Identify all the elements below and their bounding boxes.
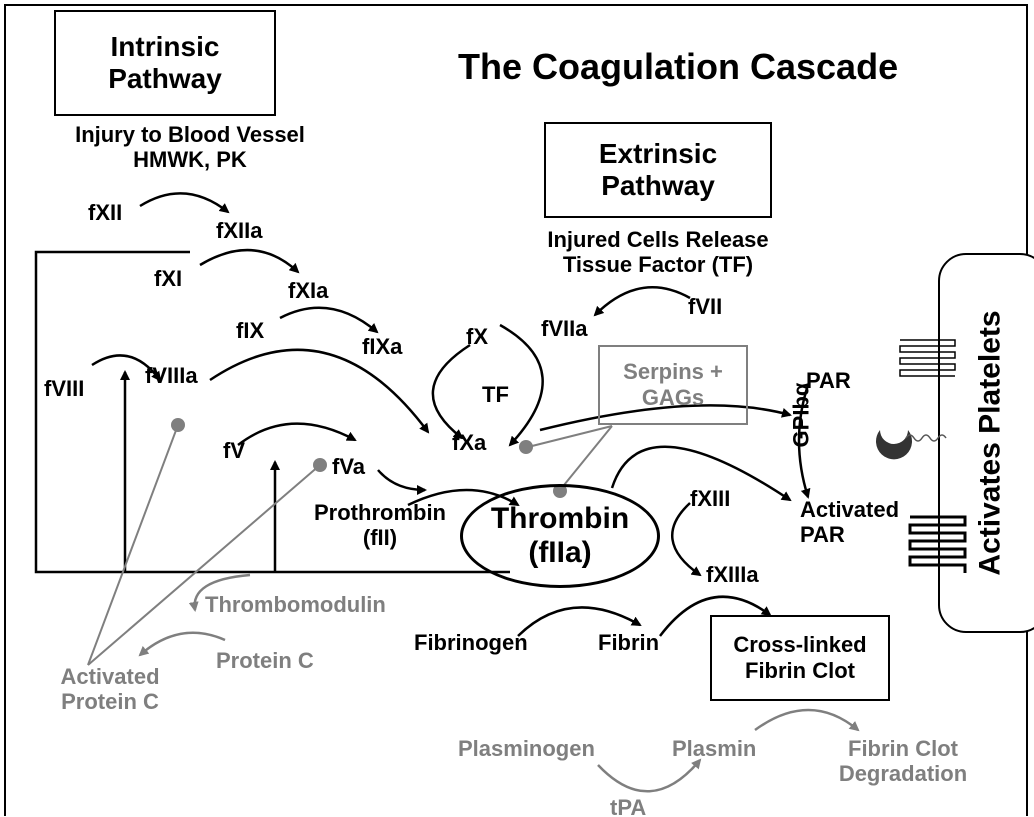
prothrombin-line1: Prothrombin (290, 500, 470, 525)
intrinsic-box-line2: Pathway (108, 63, 222, 95)
clot-box-line2: Fibrin Clot (745, 658, 855, 684)
factor-fxiia: fXIIa (216, 218, 262, 243)
inhibit-dot-fva (313, 458, 327, 472)
factor-fxiiia: fXIIIa (706, 562, 759, 587)
factor-fxii: fXII (88, 200, 122, 225)
factor-fviia: fVIIa (541, 316, 587, 341)
thrombin-line2: (fIIa) (528, 536, 591, 570)
activated-par-receptor-icon (910, 517, 965, 573)
factor-fix: fIX (236, 318, 264, 343)
arrow-protein-c-apc (140, 633, 225, 655)
arrow-fvii-fviia (595, 287, 690, 315)
inhibit-apc-fviiia (88, 425, 178, 665)
inhibit-serpins-thrombin (560, 426, 612, 490)
arrow-plasminogen-plasmin (598, 760, 700, 791)
factor-fxi: fXI (154, 266, 182, 291)
intrinsic-pathway-box: Intrinsic Pathway (54, 10, 276, 116)
factor-fvii: fVII (688, 294, 722, 319)
intrinsic-box-line1: Intrinsic (111, 31, 220, 63)
arrow-fviiia-fxa (210, 350, 428, 432)
par-receptor-icon (900, 340, 955, 376)
label-plasminogen: Plasminogen (458, 736, 595, 761)
degradation-line2: Degradation (818, 761, 988, 786)
label-activated-protein-c: Activated Protein C (30, 664, 190, 715)
extrinsic-trigger: Injured Cells Release Tissue Factor (TF) (508, 227, 808, 278)
arrow-fix-fixa (280, 308, 377, 332)
extrinsic-pathway-box: Extrinsic Pathway (544, 122, 772, 218)
factor-fxiii: fXIII (690, 486, 730, 511)
extrinsic-trigger-line2: Tissue Factor (TF) (508, 252, 808, 277)
factor-prothrombin: Prothrombin (fII) (290, 500, 470, 551)
serpins-line1: Serpins + (623, 359, 723, 385)
gpib-receptor-icon (876, 430, 946, 459)
factor-fviii: fVIII (44, 376, 84, 401)
apc-line2: Protein C (30, 689, 190, 714)
label-protein-c: Protein C (216, 648, 314, 673)
arrow-fxiii-fxiiia (672, 503, 700, 575)
fibrin-clot-box: Cross-linked Fibrin Clot (710, 615, 890, 701)
factor-fibrinogen: Fibrinogen (414, 630, 528, 655)
factor-fxia: fXIa (288, 278, 328, 303)
factor-fviiia: fVIIIa (145, 363, 198, 388)
extrinsic-box-line1: Extrinsic (599, 138, 717, 170)
factor-fxa: fXa (452, 430, 486, 455)
activated-par-line1: Activated (800, 497, 899, 522)
factor-tf: TF (482, 382, 509, 407)
label-tpa: tPA (610, 795, 646, 817)
thrombin-line1: Thrombin (491, 502, 629, 536)
extrinsic-box-line2: Pathway (601, 170, 715, 202)
activated-par-line2: PAR (800, 522, 899, 547)
clot-box-line1: Cross-linked (733, 632, 866, 658)
arrow-fv-fva (238, 424, 355, 445)
extrinsic-trigger-line1: Injured Cells Release (508, 227, 808, 252)
inhibit-apc-fva (88, 465, 320, 665)
label-fibrin-clot-degradation: Fibrin Clot Degradation (818, 736, 988, 787)
arrow-fxi-fxia (200, 250, 298, 272)
factor-fva: fVa (332, 454, 365, 479)
label-gpib: GPIbα (788, 383, 814, 448)
factor-fv: fV (223, 438, 245, 463)
gpib-label-wrap: GPIbα (771, 365, 831, 465)
factor-fibrin: Fibrin (598, 630, 659, 655)
page-title: The Coagulation Cascade (458, 46, 898, 87)
factor-fixa: fIXa (362, 334, 402, 359)
arrow-fxii-fxiia (140, 193, 228, 212)
inhibit-dot-fxa (519, 440, 533, 454)
arrow-fva-prothrombin (378, 470, 425, 490)
degradation-line1: Fibrin Clot (818, 736, 988, 761)
label-thrombomodulin: Thrombomodulin (205, 592, 386, 617)
serpins-line2: GAGs (642, 385, 704, 411)
intrinsic-trigger: Injury to Blood Vessel HMWK, PK (40, 122, 340, 173)
prothrombin-line2: (fII) (290, 525, 470, 550)
apc-line1: Activated (30, 664, 190, 689)
thrombin-ellipse: Thrombin (fIIa) (460, 484, 660, 588)
label-activated-par: Activated PAR (800, 497, 899, 548)
inhibit-dot-fviiia (171, 418, 185, 432)
intrinsic-trigger-line2: HMWK, PK (40, 147, 340, 172)
factor-fx: fX (466, 324, 488, 349)
serpins-gags-box: Serpins + GAGs (598, 345, 748, 425)
label-plasmin: Plasmin (672, 736, 756, 761)
intrinsic-trigger-line1: Injury to Blood Vessel (40, 122, 340, 147)
arrow-plasmin-degradation (755, 710, 858, 730)
arrow-fx-fxa-left (433, 345, 470, 438)
